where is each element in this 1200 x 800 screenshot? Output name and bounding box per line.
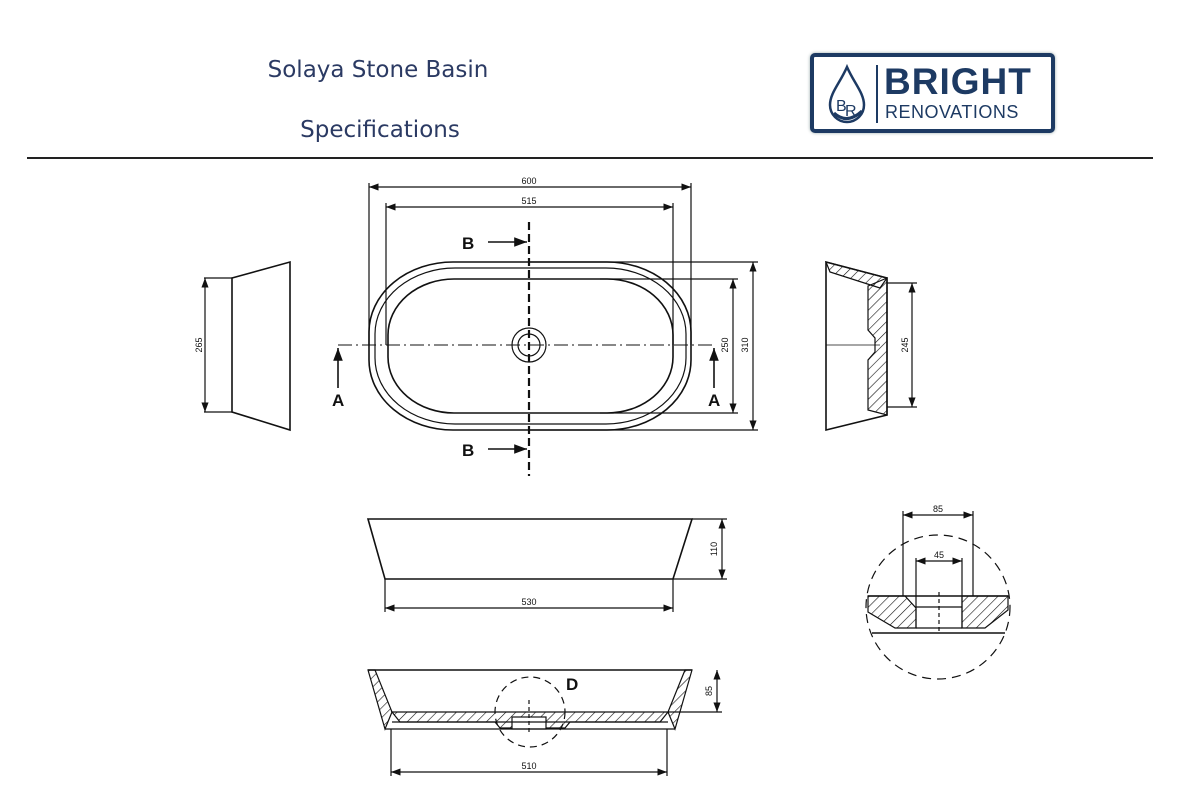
top-view: 600 515 310 250 B B A A xyxy=(332,176,758,476)
logo-text-bright: BRIGHT xyxy=(884,61,1032,102)
section-b-view: 245 xyxy=(825,260,917,432)
header-divider xyxy=(27,157,1153,159)
end-view: 265 xyxy=(194,260,291,432)
dim-265: 265 xyxy=(194,337,204,352)
dim-515: 515 xyxy=(521,196,536,206)
dim-85-depth: 85 xyxy=(704,686,714,696)
detail-d-label: D xyxy=(566,675,578,694)
section-b-label-top: B xyxy=(462,234,474,253)
bright-renovations-logo: B R BRIGHT RENOVATIONS xyxy=(810,53,1055,133)
water-drop-monogram-icon: B R xyxy=(828,63,866,124)
dim-250: 250 xyxy=(720,337,730,352)
detail-d-view: 85 45 xyxy=(865,504,1011,680)
section-a-view: D 85 510 xyxy=(367,669,722,776)
dim-45: 45 xyxy=(934,550,944,560)
document-title: Solaya Stone Basin xyxy=(267,57,489,83)
dim-85-detail: 85 xyxy=(933,504,943,514)
front-view: 110 530 xyxy=(366,518,727,612)
document-subtitle: Specifications xyxy=(300,117,460,143)
dim-110: 110 xyxy=(709,542,719,556)
section-a-label-left: A xyxy=(332,391,344,410)
logo-text-renovations: RENOVATIONS xyxy=(885,102,1019,122)
logo-divider xyxy=(876,65,878,123)
dim-245: 245 xyxy=(900,337,910,352)
svg-text:R: R xyxy=(845,103,857,120)
dim-310: 310 xyxy=(740,337,750,352)
dim-510: 510 xyxy=(521,761,536,771)
dim-600: 600 xyxy=(521,176,536,186)
section-a-label-right: A xyxy=(708,391,720,410)
dim-530: 530 xyxy=(521,597,536,607)
section-b-label-bottom: B xyxy=(462,441,474,460)
svg-text:B: B xyxy=(836,98,847,115)
